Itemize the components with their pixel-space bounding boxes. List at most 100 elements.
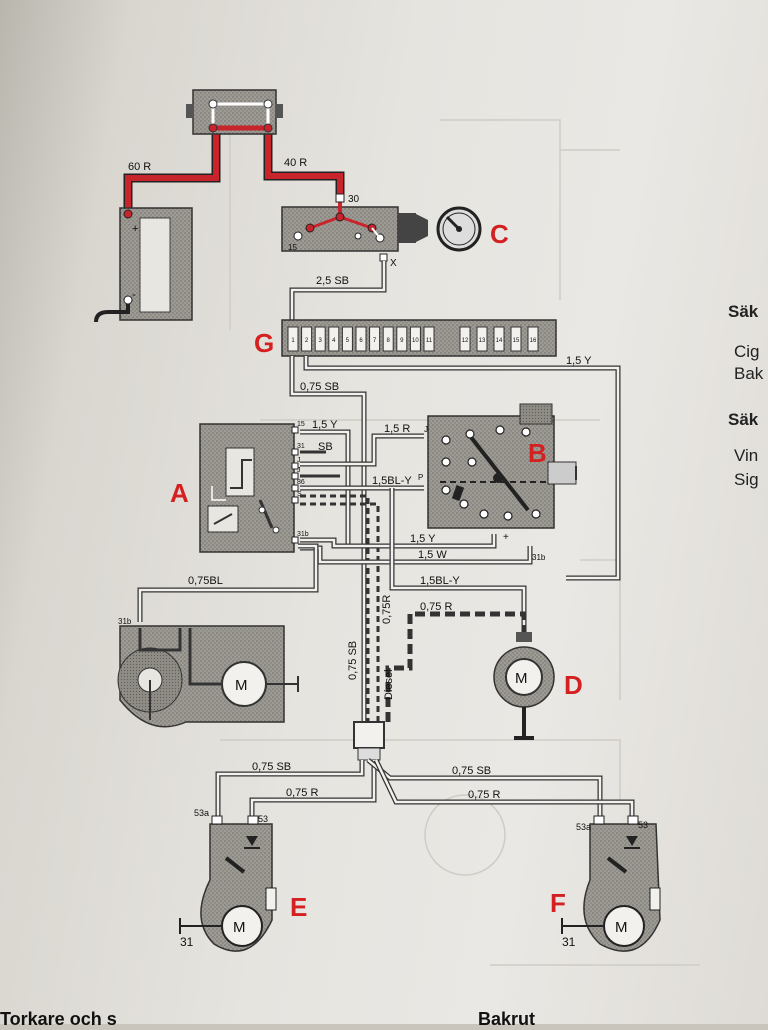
fuse-cell-2 bbox=[301, 326, 313, 352]
wire-label-15y-a: 1,5 Y bbox=[312, 419, 338, 431]
label-e: E bbox=[290, 892, 307, 922]
fuse-cell-7 bbox=[369, 326, 381, 352]
sidebar-line-2: Bak bbox=[734, 364, 764, 383]
terminal-b-p: P bbox=[418, 473, 423, 482]
terminal-b-plus: + bbox=[503, 532, 509, 543]
relay-a-terminal-label-2: J bbox=[297, 457, 301, 464]
battery: + - bbox=[94, 207, 193, 323]
wires-e-f bbox=[215, 758, 635, 820]
fuse-label-2: 2 bbox=[305, 338, 309, 344]
relay-a-pin-1 bbox=[291, 448, 299, 456]
wire-label-15bly-low: 1,5BL-Y bbox=[420, 575, 460, 587]
label-f: F bbox=[550, 888, 566, 918]
terminal-f-53: 53 bbox=[638, 820, 648, 830]
relay-a-terminal-label-0: 15 bbox=[297, 421, 305, 428]
label-c: C bbox=[490, 219, 509, 249]
ignition-switch-c bbox=[281, 193, 482, 262]
relay-a bbox=[199, 423, 295, 553]
relay-a-pin-5 bbox=[291, 496, 299, 504]
wire-label-40r: 40 R bbox=[284, 157, 307, 169]
fuse-label-5: 5 bbox=[346, 338, 350, 344]
fuse-label-8: 8 bbox=[387, 338, 391, 344]
fuse-label-16: 16 bbox=[530, 338, 537, 344]
wire-label-diesel: Diesel bbox=[383, 669, 395, 700]
fuse-label-7: 7 bbox=[373, 338, 377, 344]
terminal-e-31: 31 bbox=[180, 935, 194, 949]
relay-a-pin-6 bbox=[291, 536, 299, 544]
motor-d-m: M bbox=[515, 670, 528, 687]
fuse-cell-4 bbox=[328, 326, 340, 352]
terminal-b-j: J bbox=[424, 425, 428, 434]
fuse-label-9: 9 bbox=[400, 338, 404, 344]
terminal-e-53: 53 bbox=[258, 814, 268, 824]
wire-label-075r-d: 0,75 R bbox=[420, 601, 452, 613]
terminal-f-53a: 53a bbox=[576, 822, 591, 832]
wire-label-25sb: 2,5 SB bbox=[316, 275, 349, 287]
junction-block bbox=[186, 89, 283, 135]
wire-25sb bbox=[289, 261, 387, 326]
fuse-label-14: 14 bbox=[496, 338, 503, 344]
fuse-cell-5 bbox=[341, 326, 353, 352]
wiper-motor: 31b M bbox=[117, 617, 299, 728]
fuse-cell-8 bbox=[382, 326, 394, 352]
wire-label-075sb-g: 0,75 SB bbox=[300, 381, 339, 393]
sidebar-line-1: Cig bbox=[734, 342, 760, 361]
wire-label-15y-top: 1,5 Y bbox=[566, 355, 592, 367]
terminal-b-31b: 31b bbox=[532, 553, 546, 562]
wire-075bl bbox=[137, 543, 319, 622]
wire-label-075sb-f: 0,75 SB bbox=[452, 765, 491, 777]
relay-a-terminal-label-4: 86 bbox=[297, 479, 305, 486]
terminal-c-x: X bbox=[390, 258, 397, 269]
wire-label-60r: 60 R bbox=[128, 161, 151, 173]
wire-label-075bl: 0,75BL bbox=[188, 575, 223, 587]
motor-d: M bbox=[493, 632, 555, 740]
motor-e-m: M bbox=[233, 919, 246, 936]
label-b: B bbox=[528, 438, 547, 468]
motor-f-m: M bbox=[615, 919, 628, 936]
fuse-label-3: 3 bbox=[319, 338, 323, 344]
relay-a-pin-0 bbox=[291, 426, 299, 434]
fuse-label-12: 12 bbox=[462, 338, 469, 344]
fuse-cell-12 bbox=[459, 326, 471, 352]
wire-label-075r-f: 0,75 R bbox=[468, 789, 500, 801]
relay-a-pin-3 bbox=[291, 472, 299, 480]
fuse-label-6: 6 bbox=[359, 338, 363, 344]
relay-a-terminal-label-6: 31b bbox=[297, 531, 309, 538]
wiper-motor-e: M 53a 53 31 bbox=[179, 808, 277, 952]
footer-right: Bakrut bbox=[478, 1009, 536, 1029]
fuse-cell-3 bbox=[314, 326, 326, 352]
footer-left: Torkare och s bbox=[0, 1009, 117, 1029]
fuse-cell-14 bbox=[493, 326, 505, 352]
fuse-cell-15 bbox=[510, 326, 522, 352]
wire-label-075r-v: 0,75R bbox=[381, 595, 393, 624]
label-d: D bbox=[564, 670, 583, 700]
fuse-label-1: 1 bbox=[291, 338, 295, 344]
sidebar-heading-2: Säk bbox=[728, 410, 759, 429]
fuse-cell-11 bbox=[423, 326, 435, 352]
fuse-label-11: 11 bbox=[426, 338, 433, 344]
wire-label-15w: 1,5 W bbox=[418, 549, 447, 561]
fuse-label-10: 10 bbox=[412, 338, 419, 344]
relay-a-pin-4 bbox=[291, 484, 299, 492]
fuse-cell-13 bbox=[476, 326, 488, 352]
terminal-c-15: 15 bbox=[288, 243, 297, 252]
sidebar-heading-1: Säk bbox=[728, 302, 759, 321]
relay-a-terminal-label-1: 31 bbox=[297, 443, 305, 450]
wire-label-075sb-e: 0,75 SB bbox=[252, 761, 291, 773]
fuse-label-15: 15 bbox=[513, 338, 520, 344]
relay-a-terminal-label-3: J bbox=[297, 467, 301, 474]
connector-block bbox=[353, 721, 385, 761]
terminal-f-31: 31 bbox=[562, 935, 576, 949]
wire-label-075r-e: 0,75 R bbox=[286, 787, 318, 799]
battery-plus: + bbox=[132, 223, 138, 235]
fuse-cell-1 bbox=[287, 326, 299, 352]
wire-label-15r-b: 1,5 R bbox=[384, 423, 410, 435]
sidebar-line-3: Vin bbox=[734, 446, 759, 465]
fuse-label-4: 4 bbox=[332, 338, 336, 344]
switch-b bbox=[427, 403, 577, 529]
relay-a-terminal-label-5: S bbox=[297, 491, 302, 498]
terminal-e-53a: 53a bbox=[194, 808, 209, 818]
fuse-cell-10 bbox=[409, 326, 421, 352]
